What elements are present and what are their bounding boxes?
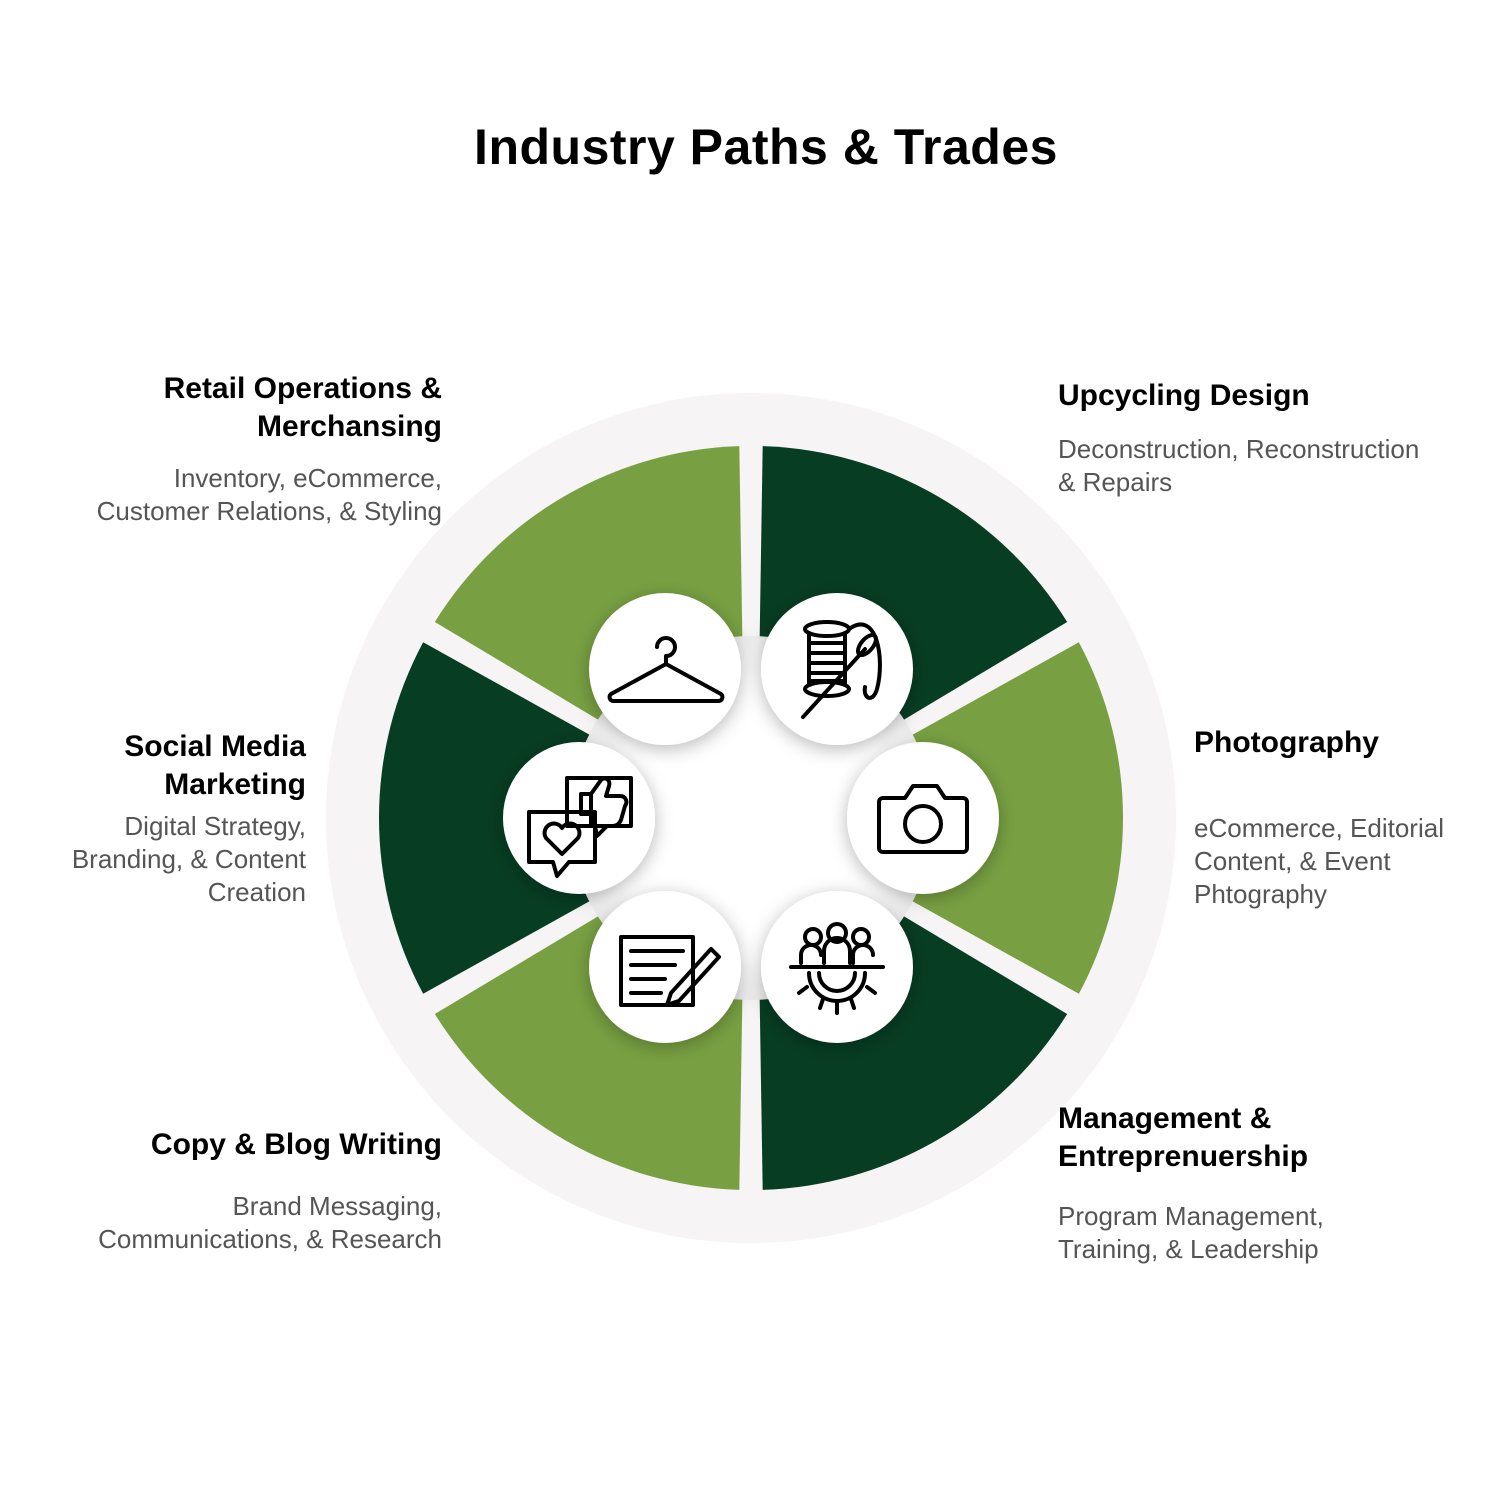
clothes-hanger-icon: [589, 593, 741, 746]
segment-label-retail-operations: Retail Operations & Merchansing Inventor…: [40, 370, 442, 528]
segment-heading: Copy & Blog Writing: [150, 1128, 442, 1161]
segment-label-photography: Photography eCommerce, Editorial Content…: [1194, 724, 1494, 911]
segment-description: Digital Strategy, Branding, & Content Cr…: [71, 811, 306, 907]
segment-description: eCommerce, Editorial Content, & Event Ph…: [1194, 813, 1444, 909]
segment-description: Brand Messaging, Communications, & Resea…: [98, 1191, 442, 1254]
segment-label-management: Management & Entreprenuership Program Ma…: [1058, 1100, 1458, 1266]
page-title: Industry Paths & Trades: [474, 119, 1058, 175]
segment-heading: Photography: [1194, 726, 1379, 759]
segment-description: Inventory, eCommerce, Customer Relations…: [96, 463, 442, 526]
segment-label-social-media-marketing: Social Media Marketing Digital Strategy,…: [20, 728, 306, 909]
document-pencil-icon: [589, 890, 741, 1043]
segment-heading: Social Media Marketing: [124, 730, 306, 801]
thread-spool-needle-icon: [761, 593, 913, 746]
segment-heading: Retail Operations & Merchansing: [163, 372, 442, 443]
chat-like-heart-icon: [503, 742, 655, 894]
segment-heading: Management & Entreprenuership: [1058, 1102, 1309, 1173]
camera-icon: [847, 742, 999, 894]
segment-label-upcycling-design: Upcycling Design Deconstruction, Reconst…: [1058, 377, 1488, 499]
team-gear-icon: [761, 890, 913, 1043]
segment-label-copy-blog-writing: Copy & Blog Writing Brand Messaging, Com…: [40, 1126, 442, 1256]
segment-heading: Upcycling Design: [1058, 379, 1310, 412]
segment-description: Program Management, Training, & Leadersh…: [1058, 1201, 1324, 1264]
segment-description: Deconstruction, Reconstruction & Repairs: [1058, 434, 1420, 497]
